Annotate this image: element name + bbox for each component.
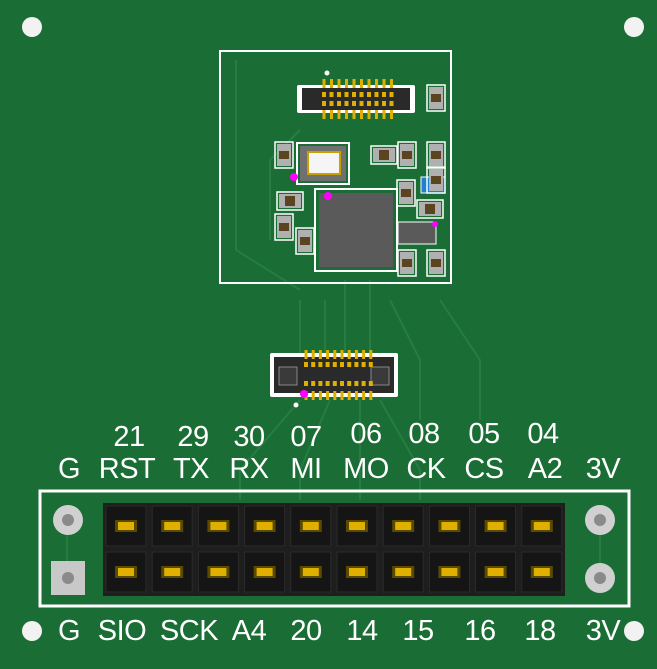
top-row-label: RX [229, 453, 269, 485]
pin-number-label: 07 [290, 421, 322, 453]
top-row-label: A2 [527, 453, 563, 485]
passive-component [295, 227, 315, 255]
header-pin [382, 505, 424, 547]
passive-component [397, 249, 417, 277]
pin-header [103, 503, 565, 596]
pin-number-label: 04 [527, 418, 559, 450]
top-row-label: 3V [585, 453, 621, 485]
pin-number-label: 30 [233, 421, 265, 453]
header-pin [475, 505, 517, 547]
bottom-row-label: 15 [402, 615, 434, 647]
main-ic-chip [314, 188, 398, 272]
mounting-hole-top-right [624, 17, 644, 37]
header-pin [521, 505, 563, 547]
passive-component [274, 141, 294, 169]
header-pin [336, 505, 378, 547]
pin-number-label: 29 [177, 421, 209, 453]
passive-component [426, 166, 446, 194]
pin-number-label: 06 [350, 418, 382, 450]
bottom-row-label: A4 [231, 615, 267, 647]
header-pin [336, 551, 378, 593]
bottom-row-label: G [57, 615, 81, 647]
pin-number-label: 21 [113, 421, 145, 453]
bottom-row-label: 20 [290, 615, 322, 647]
pad-g-bottom-square [51, 561, 85, 595]
header-pin [105, 505, 147, 547]
mounting-hole-bottom-right [624, 621, 644, 641]
pcb-traces [66, 60, 601, 580]
crystal-component [290, 142, 350, 185]
passive-component [426, 84, 446, 112]
passive-component [370, 145, 398, 165]
header-pin [521, 551, 563, 593]
header-outline [38, 489, 631, 608]
header-pin [428, 505, 470, 547]
passive-component [276, 191, 304, 211]
pad-g-top [53, 505, 83, 535]
bottom-connector [270, 350, 398, 408]
top-row-label: MO [343, 453, 389, 485]
bottom-row-label: 16 [464, 615, 496, 647]
top-connector [297, 79, 415, 119]
bottom-row-label: SCK [159, 615, 219, 647]
passive-component [397, 141, 417, 169]
passive-component [416, 199, 444, 219]
pin1-marker [290, 173, 298, 181]
passive-component [396, 179, 416, 207]
passive-components [274, 84, 446, 277]
mounting-hole-bottom-left [22, 621, 42, 641]
pin-number-label: 08 [408, 418, 440, 450]
pad-3v-bottom [585, 563, 615, 593]
bottom-row-label: SIO [97, 615, 147, 647]
top-row-label: TX [172, 453, 210, 485]
header-pin [151, 551, 193, 593]
small-ic [397, 221, 438, 245]
header-pin [290, 551, 332, 593]
top-row-label: CS [464, 453, 504, 485]
header-pin [197, 505, 239, 547]
bottom-row-label: 18 [524, 615, 556, 647]
header-pin [244, 551, 286, 593]
header-pin [428, 551, 470, 593]
top-row-label: MI [290, 453, 322, 485]
pin-number-label: 05 [468, 418, 500, 450]
bottom-row-label: 14 [346, 615, 378, 647]
header-pin [105, 551, 147, 593]
module-outline [219, 50, 452, 284]
pin1-marker [324, 192, 332, 200]
passive-component [426, 141, 446, 169]
header-pin [151, 505, 193, 547]
header-pin [475, 551, 517, 593]
header-pin [197, 551, 239, 593]
mounting-hole-top-left [22, 17, 42, 37]
passive-component [274, 213, 294, 241]
top-row-label: G [57, 453, 81, 485]
header-pin [382, 551, 424, 593]
header-pin [290, 505, 332, 547]
pad-3v-top [585, 505, 615, 535]
header-pin [244, 505, 286, 547]
top-row-label: RST [98, 453, 156, 485]
passive-component [426, 249, 446, 277]
top-row-label: CK [406, 453, 446, 485]
bottom-row-label: 3V [585, 615, 621, 647]
